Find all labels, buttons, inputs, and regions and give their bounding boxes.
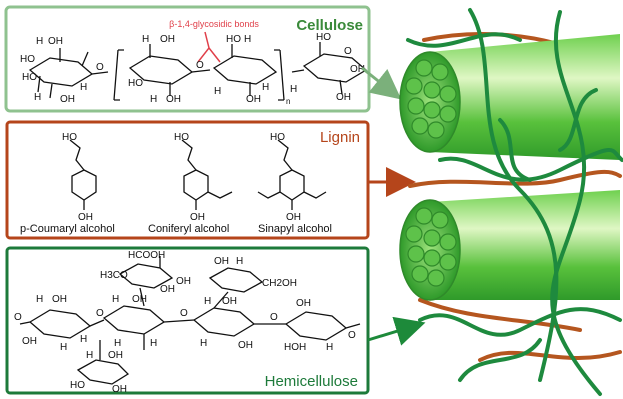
cellulose-arrow (361, 66, 402, 100)
monomer-3-name: Sinapyl alcohol (258, 223, 332, 235)
svg-text:OH: OH (112, 384, 127, 395)
svg-text:OH: OH (60, 94, 75, 105)
svg-text:H: H (244, 34, 251, 45)
svg-text:O: O (270, 312, 278, 323)
svg-text:H: H (150, 338, 157, 349)
svg-text:H: H (290, 84, 297, 95)
svg-text:O: O (14, 312, 22, 323)
svg-text:O: O (96, 308, 104, 319)
svg-text:H: H (80, 334, 87, 345)
svg-text:H: H (262, 82, 269, 93)
svg-text:OH: OH (238, 340, 253, 351)
monomer-2-top: HO (174, 132, 189, 143)
cooh-label: HCOOH (128, 250, 165, 261)
monomer-3-bottom: OH (286, 212, 301, 223)
svg-text:HO: HO (128, 78, 143, 89)
sinapyl-structure (257, 139, 327, 210)
svg-text:OH: OH (22, 336, 37, 347)
glycosidic-bond-label: β-1,4-glycosidic bonds (169, 19, 259, 29)
monomer-1-name: p-Coumaryl alcohol (20, 223, 115, 235)
connector-arrows (361, 66, 426, 346)
cellulose-title: Cellulose (296, 17, 363, 34)
repeat-subscript: n (286, 97, 290, 106)
svg-text:HO: HO (70, 380, 85, 391)
fiber-illustration (399, 8, 623, 396)
hemicellulose-arrow (367, 316, 426, 346)
hemicellulose-chain (19, 256, 361, 385)
svg-text:OH: OH (246, 94, 261, 105)
lignin-frame (5, 120, 370, 240)
methoxy-label: H3CO (100, 270, 128, 281)
svg-text:OH: OH (52, 294, 67, 305)
bond-indicator (197, 31, 221, 63)
coniferyl-structure (181, 139, 233, 210)
svg-text:H: H (204, 296, 211, 307)
svg-text:OH: OH (48, 36, 63, 47)
svg-text:O: O (344, 46, 352, 57)
svg-text:OH: OH (108, 350, 123, 361)
hemicellulose-strands (406, 8, 623, 396)
svg-text:O: O (348, 330, 356, 341)
svg-text:HO: HO (22, 72, 37, 83)
svg-text:O: O (196, 60, 204, 71)
svg-text:HO: HO (316, 32, 331, 43)
monomer-2-name: Coniferyl alcohol (148, 223, 229, 235)
svg-text:OH: OH (296, 298, 311, 309)
monomer-1-bottom: OH (78, 212, 93, 223)
svg-text:H: H (142, 34, 149, 45)
svg-text:H: H (80, 82, 87, 93)
lignin-title: Lignin (320, 129, 360, 146)
svg-text:OH: OH (166, 94, 181, 105)
svg-text:OH: OH (160, 34, 175, 45)
svg-text:H: H (214, 86, 221, 97)
lignin-panel: Lignin HO OH p-Coumaryl alcohol HO OH Co… (5, 120, 370, 240)
svg-text:H: H (112, 294, 119, 305)
svg-text:OH: OH (160, 284, 175, 295)
svg-text:O: O (96, 62, 104, 73)
svg-text:H: H (86, 350, 93, 361)
ch2oh-label: CH2OH (262, 278, 297, 289)
svg-text:H: H (236, 256, 243, 267)
svg-text:H: H (34, 92, 41, 103)
cellulose-chain (28, 42, 368, 101)
monomer-2-bottom: OH (190, 212, 205, 223)
svg-text:HOH: HOH (284, 342, 306, 353)
svg-text:OH: OH (214, 256, 229, 267)
svg-text:OH: OH (350, 64, 365, 75)
monomer-3-top: HO (270, 132, 285, 143)
cellulose-frame (4, 5, 371, 113)
p-coumaryl-structure (69, 139, 97, 210)
svg-text:OH: OH (336, 92, 351, 103)
svg-text:H: H (36, 294, 43, 305)
svg-text:O: O (180, 308, 188, 319)
monomer-1-top: HO (62, 132, 77, 143)
svg-text:OH: OH (132, 294, 147, 305)
svg-text:H: H (200, 338, 207, 349)
svg-text:OH: OH (222, 296, 237, 307)
hemicellulose-title: Hemicellulose (265, 373, 358, 390)
svg-text:HO: HO (226, 34, 241, 45)
svg-text:H: H (150, 94, 157, 105)
svg-text:H: H (60, 342, 67, 353)
svg-text:HO: HO (20, 54, 35, 65)
svg-text:OH: OH (176, 276, 191, 287)
svg-text:H: H (36, 36, 43, 47)
cellulose-fiber-bottom (399, 190, 620, 301)
svg-text:H: H (326, 342, 333, 353)
svg-text:H: H (114, 338, 121, 349)
